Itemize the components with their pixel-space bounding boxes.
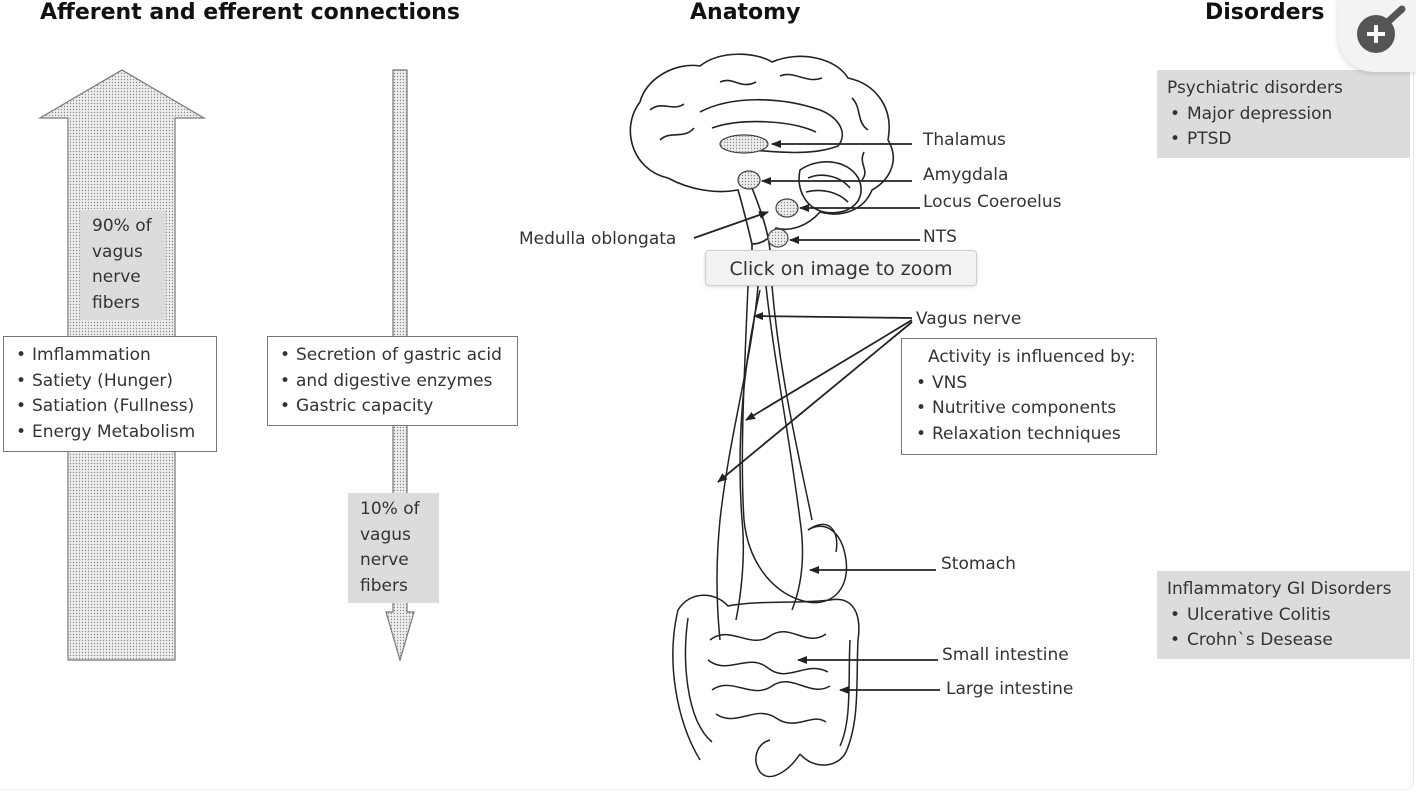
activity-item: Relaxation techniques: [910, 422, 1148, 448]
vagus-nerve-lines: [716, 285, 804, 641]
title-connections: Afferent and efferent connections: [40, 0, 460, 25]
fiber-line: vagus: [92, 241, 143, 262]
label-amygdala: Amygdala: [923, 165, 1009, 185]
activity-item: Nutritive components: [910, 396, 1148, 422]
nts-shape: [767, 228, 789, 248]
digestive-illustration: [672, 285, 860, 778]
label-large-intestine: Large intestine: [946, 679, 1074, 699]
label-thalamus: Thalamus: [923, 130, 1006, 150]
label-small-intestine: Small intestine: [942, 645, 1069, 665]
activity-item: VNS: [910, 371, 1148, 397]
thalamus-shape: [719, 134, 769, 154]
efferent-function-cont: and digestive enzymes: [274, 369, 511, 395]
afferent-functions-box: Imflammation Satiety (Hunger) Satiation …: [3, 336, 217, 452]
gi-heading: Inflammatory GI Disorders: [1167, 579, 1392, 599]
activity-box: Activity is influenced by: VNS Nutritive…: [901, 338, 1157, 455]
fiber-line: 10% of: [360, 499, 420, 519]
fiber-line: fibers: [360, 575, 408, 596]
zoom-button[interactable]: [1338, 0, 1416, 72]
label-stomach: Stomach: [941, 554, 1016, 574]
afferent-function: Satiety (Hunger): [10, 369, 210, 395]
zoom-in-icon: [1357, 5, 1406, 53]
fiber-line: vagus: [360, 524, 411, 545]
locus-shape: [775, 198, 799, 218]
brain-illustration: [629, 53, 894, 256]
gi-item: Crohn`s Desease: [1167, 628, 1400, 654]
fiber-line: fibers: [92, 292, 140, 313]
gi-item: Ulcerative Colitis: [1167, 603, 1400, 629]
efferent-function: Gastric capacity: [274, 394, 511, 420]
afferent-function: Energy Metabolism: [10, 420, 210, 446]
activity-heading: Activity is influenced by:: [928, 347, 1136, 367]
psychiatric-item: PTSD: [1167, 127, 1400, 153]
fiber-line: nerve: [92, 267, 141, 287]
label-medulla-oblongata: Medulla oblongata: [519, 229, 677, 249]
psychiatric-heading: Psychiatric disorders: [1167, 78, 1343, 98]
title-anatomy: Anatomy: [690, 0, 801, 25]
psychiatric-disorders-box: Psychiatric disorders Major depression P…: [1157, 70, 1410, 158]
efferent-fiber-label: 10% of vagus nerve fibers: [348, 493, 439, 603]
label-locus-coeroelus: Locus Coeroelus: [923, 192, 1062, 212]
label-vagus-nerve: Vagus nerve: [916, 309, 1022, 329]
efferent-function-cont-text: and digestive enzymes: [296, 370, 493, 391]
fiber-line: 90% of: [92, 216, 152, 236]
gi-disorders-box: Inflammatory GI Disorders Ulcerative Col…: [1157, 571, 1410, 659]
afferent-function: Imflammation: [10, 343, 210, 369]
amygdala-shape: [737, 170, 761, 190]
efferent-functions-box: Secretion of gastric acid and digestive …: [267, 336, 518, 426]
efferent-function: Secretion of gastric acid: [274, 343, 511, 369]
afferent-fiber-label: 90% of vagus nerve fibers: [80, 210, 166, 320]
zoom-tooltip[interactable]: Click on image to zoom: [705, 250, 977, 286]
fiber-line: nerve: [360, 550, 409, 570]
afferent-function: Satiation (Fullness): [10, 394, 210, 420]
psychiatric-item: Major depression: [1167, 102, 1400, 128]
label-nts: NTS: [923, 227, 957, 247]
title-disorders: Disorders: [1205, 0, 1325, 25]
